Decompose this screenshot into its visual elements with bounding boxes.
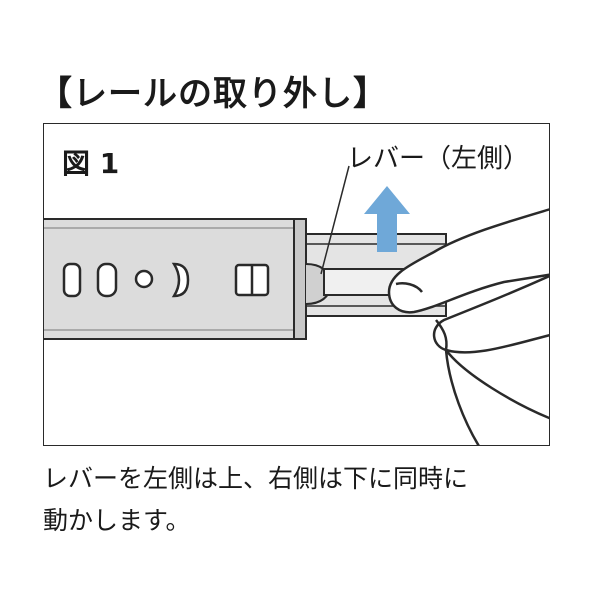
rail-removal-illustration	[44, 165, 549, 445]
up-arrow-icon	[364, 186, 410, 252]
hand-icon	[387, 208, 549, 445]
instruction-text: レバーを左側は上、右側は下に同時に 動かします。	[43, 464, 469, 535]
figure-panel: 図 1 レバー（左側）	[43, 123, 550, 446]
figure-number: 図 1	[62, 147, 120, 180]
label-leader-line	[320, 165, 350, 275]
rail-holes	[62, 262, 270, 298]
lever-label: レバー（左側）	[347, 144, 530, 174]
page-title: 【レールの取り外し】	[38, 74, 388, 114]
